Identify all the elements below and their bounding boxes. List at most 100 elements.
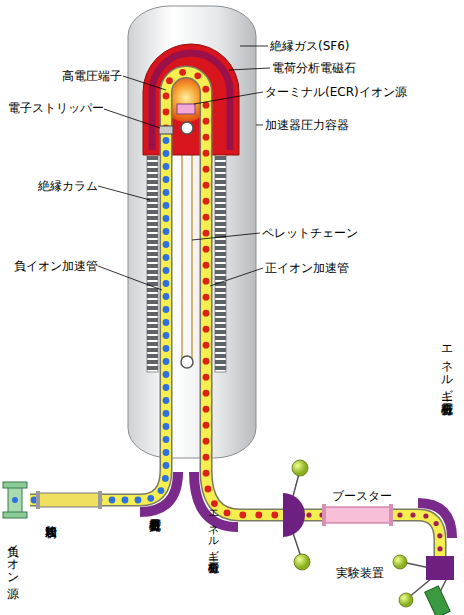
switching-magnet xyxy=(283,460,310,570)
part-label: 高電圧端子 xyxy=(62,69,122,83)
ion-particle xyxy=(203,182,210,189)
leader-line xyxy=(123,76,166,90)
ion-particle xyxy=(147,495,154,502)
ion-particle xyxy=(163,189,170,196)
ion-particle xyxy=(163,150,170,157)
booster xyxy=(325,507,390,523)
analysis-magnet xyxy=(140,472,452,538)
part-label: ターミナル(ECR)イオン源 xyxy=(265,85,407,99)
ion-particle xyxy=(203,454,210,461)
ion-particle xyxy=(163,423,170,430)
ion-particle xyxy=(158,487,165,494)
part-label: 絶縁ガス(SF6) xyxy=(270,39,350,53)
ion-particle xyxy=(203,358,210,365)
ion-particle xyxy=(203,406,210,413)
ion-particle xyxy=(194,72,201,79)
ion-particle xyxy=(163,384,170,391)
negative-ion-source xyxy=(12,497,18,503)
switching-magnet xyxy=(283,493,305,537)
pellet-chain xyxy=(181,356,193,368)
ion-particles xyxy=(31,69,443,552)
ion-particle xyxy=(163,280,170,287)
high-voltage-terminal xyxy=(143,44,239,155)
ion-particle xyxy=(163,202,170,209)
ion-particle xyxy=(202,86,209,93)
part-label: エネルギー分析電磁石 xyxy=(440,338,454,394)
ion-particle xyxy=(203,470,210,477)
ion-particle xyxy=(163,371,170,378)
booster xyxy=(389,504,393,526)
ion-particle xyxy=(203,422,210,429)
beam-guides xyxy=(166,72,280,515)
part-label: 負イオン加速管 xyxy=(14,259,98,273)
ion-particle xyxy=(306,512,311,517)
ion-particle xyxy=(203,390,210,397)
leader-line xyxy=(210,268,263,286)
ion-particle xyxy=(163,228,170,235)
beam-tube xyxy=(30,72,440,565)
ion-particle xyxy=(203,102,210,109)
part-label: 加速器圧力容器 xyxy=(265,118,349,132)
part-label: 実験装置 xyxy=(336,566,384,580)
leader-line xyxy=(256,125,263,126)
ion-particle xyxy=(203,310,210,317)
initial-accelerator xyxy=(36,491,40,509)
insulating-column xyxy=(215,150,226,372)
ion-particle xyxy=(203,374,210,381)
leader-line xyxy=(98,266,162,290)
ion-particle xyxy=(397,512,402,517)
ion-particle xyxy=(163,109,170,116)
leader-line xyxy=(98,46,270,290)
part-label: ペレットチェーン xyxy=(262,226,358,240)
beam-tube xyxy=(30,72,440,565)
ion-particle xyxy=(163,449,170,456)
ion-particles xyxy=(163,69,279,519)
ion-particle xyxy=(179,69,186,76)
negative-ion-source xyxy=(3,482,27,488)
switching-magnet xyxy=(292,460,308,476)
ion-particle xyxy=(203,166,210,173)
ion-particle xyxy=(163,332,170,339)
ion-particle xyxy=(163,137,170,144)
ion-particle xyxy=(203,246,210,253)
leader-line xyxy=(240,46,268,47)
ion-source-parts xyxy=(177,104,195,114)
ion-particle xyxy=(163,254,170,261)
ion-particle xyxy=(239,512,246,519)
ion-particle xyxy=(162,475,169,482)
ion-particle xyxy=(166,77,173,84)
ion-particle xyxy=(203,214,210,221)
ion-particle xyxy=(135,497,142,504)
ion-particle xyxy=(203,438,210,445)
ion-particle xyxy=(203,134,210,141)
ion-particle xyxy=(163,267,170,274)
part-label: エネルギー分析電磁石 xyxy=(207,503,220,554)
pellet-chain xyxy=(181,128,193,368)
leader-line xyxy=(98,186,150,200)
ion-particle xyxy=(203,230,210,237)
ion-source-parts xyxy=(159,104,195,134)
ion-particle xyxy=(437,533,442,538)
ion-particle xyxy=(163,293,170,300)
experiment-equipment xyxy=(393,555,454,615)
ion-particles xyxy=(31,137,170,503)
ion-particle xyxy=(203,118,210,125)
ion-particle xyxy=(203,262,210,269)
beam-guides xyxy=(30,132,166,500)
beam-tube xyxy=(30,72,440,565)
ion-particle xyxy=(203,294,210,301)
analysis-magnet xyxy=(140,472,178,512)
ion-particle xyxy=(163,462,170,469)
ion-particle xyxy=(224,510,231,517)
part-label: 電子ストリッパー xyxy=(8,101,104,115)
ion-particle xyxy=(163,436,170,443)
ion-particle xyxy=(203,150,210,157)
pellet-chain xyxy=(181,128,182,362)
leader-line xyxy=(104,109,160,128)
pellet-chain xyxy=(191,128,192,362)
ion-particle xyxy=(410,512,415,517)
ion-particle xyxy=(163,319,170,326)
initial-accelerator xyxy=(38,493,100,507)
